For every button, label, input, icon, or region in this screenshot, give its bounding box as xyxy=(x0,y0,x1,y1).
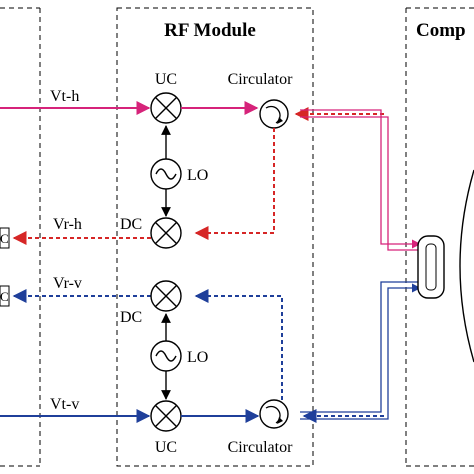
lower-lo-oscillator xyxy=(150,340,182,372)
vt-v-label: Vt-v xyxy=(50,396,79,413)
reflector-dish xyxy=(459,169,474,363)
lower-circulator xyxy=(259,399,289,429)
upper-circulator-to-dc xyxy=(194,128,275,240)
lower-dc-label: DC xyxy=(120,309,142,326)
lower-output-glyph: C xyxy=(0,289,9,304)
upper-dc-label: DC xyxy=(120,216,142,233)
upper-dc-mixer xyxy=(150,217,182,249)
lower-circulator-to-dc xyxy=(194,289,283,400)
upper-lo-label: LO xyxy=(187,167,208,184)
lower-circulator-label: Circulator xyxy=(228,439,294,456)
upper-circulator xyxy=(259,99,289,129)
comp-module-title: Comp xyxy=(416,20,466,41)
lower-receive-path xyxy=(12,289,384,423)
vr-h-label: Vr-h xyxy=(53,216,82,233)
lower-dc-mixer xyxy=(150,280,182,312)
antenna-feed-horn xyxy=(417,235,445,299)
lower-uc-mixer xyxy=(150,400,182,432)
upper-output-glyph: C xyxy=(0,231,9,246)
lower-lo-label: LO xyxy=(187,349,208,366)
upper-circulator-label: Circulator xyxy=(228,71,294,88)
lower-output-box xyxy=(0,285,10,307)
upper-antenna-feed xyxy=(300,109,421,251)
upper-uc-mixer xyxy=(150,92,182,124)
upper-uc-label: UC xyxy=(155,71,177,88)
vt-h-label: Vt-h xyxy=(50,88,79,105)
vr-v-label: Vr-v xyxy=(53,275,82,292)
lower-antenna-feed xyxy=(300,281,421,420)
rf-module-title: RF Module xyxy=(164,20,256,41)
module-boundaries xyxy=(0,7,474,467)
lower-uc-label: UC xyxy=(155,439,177,456)
upper-lo-oscillator xyxy=(150,158,182,190)
rf-module-box xyxy=(116,7,314,467)
upper-output-box xyxy=(0,227,10,249)
upper-receive-path xyxy=(12,107,384,245)
